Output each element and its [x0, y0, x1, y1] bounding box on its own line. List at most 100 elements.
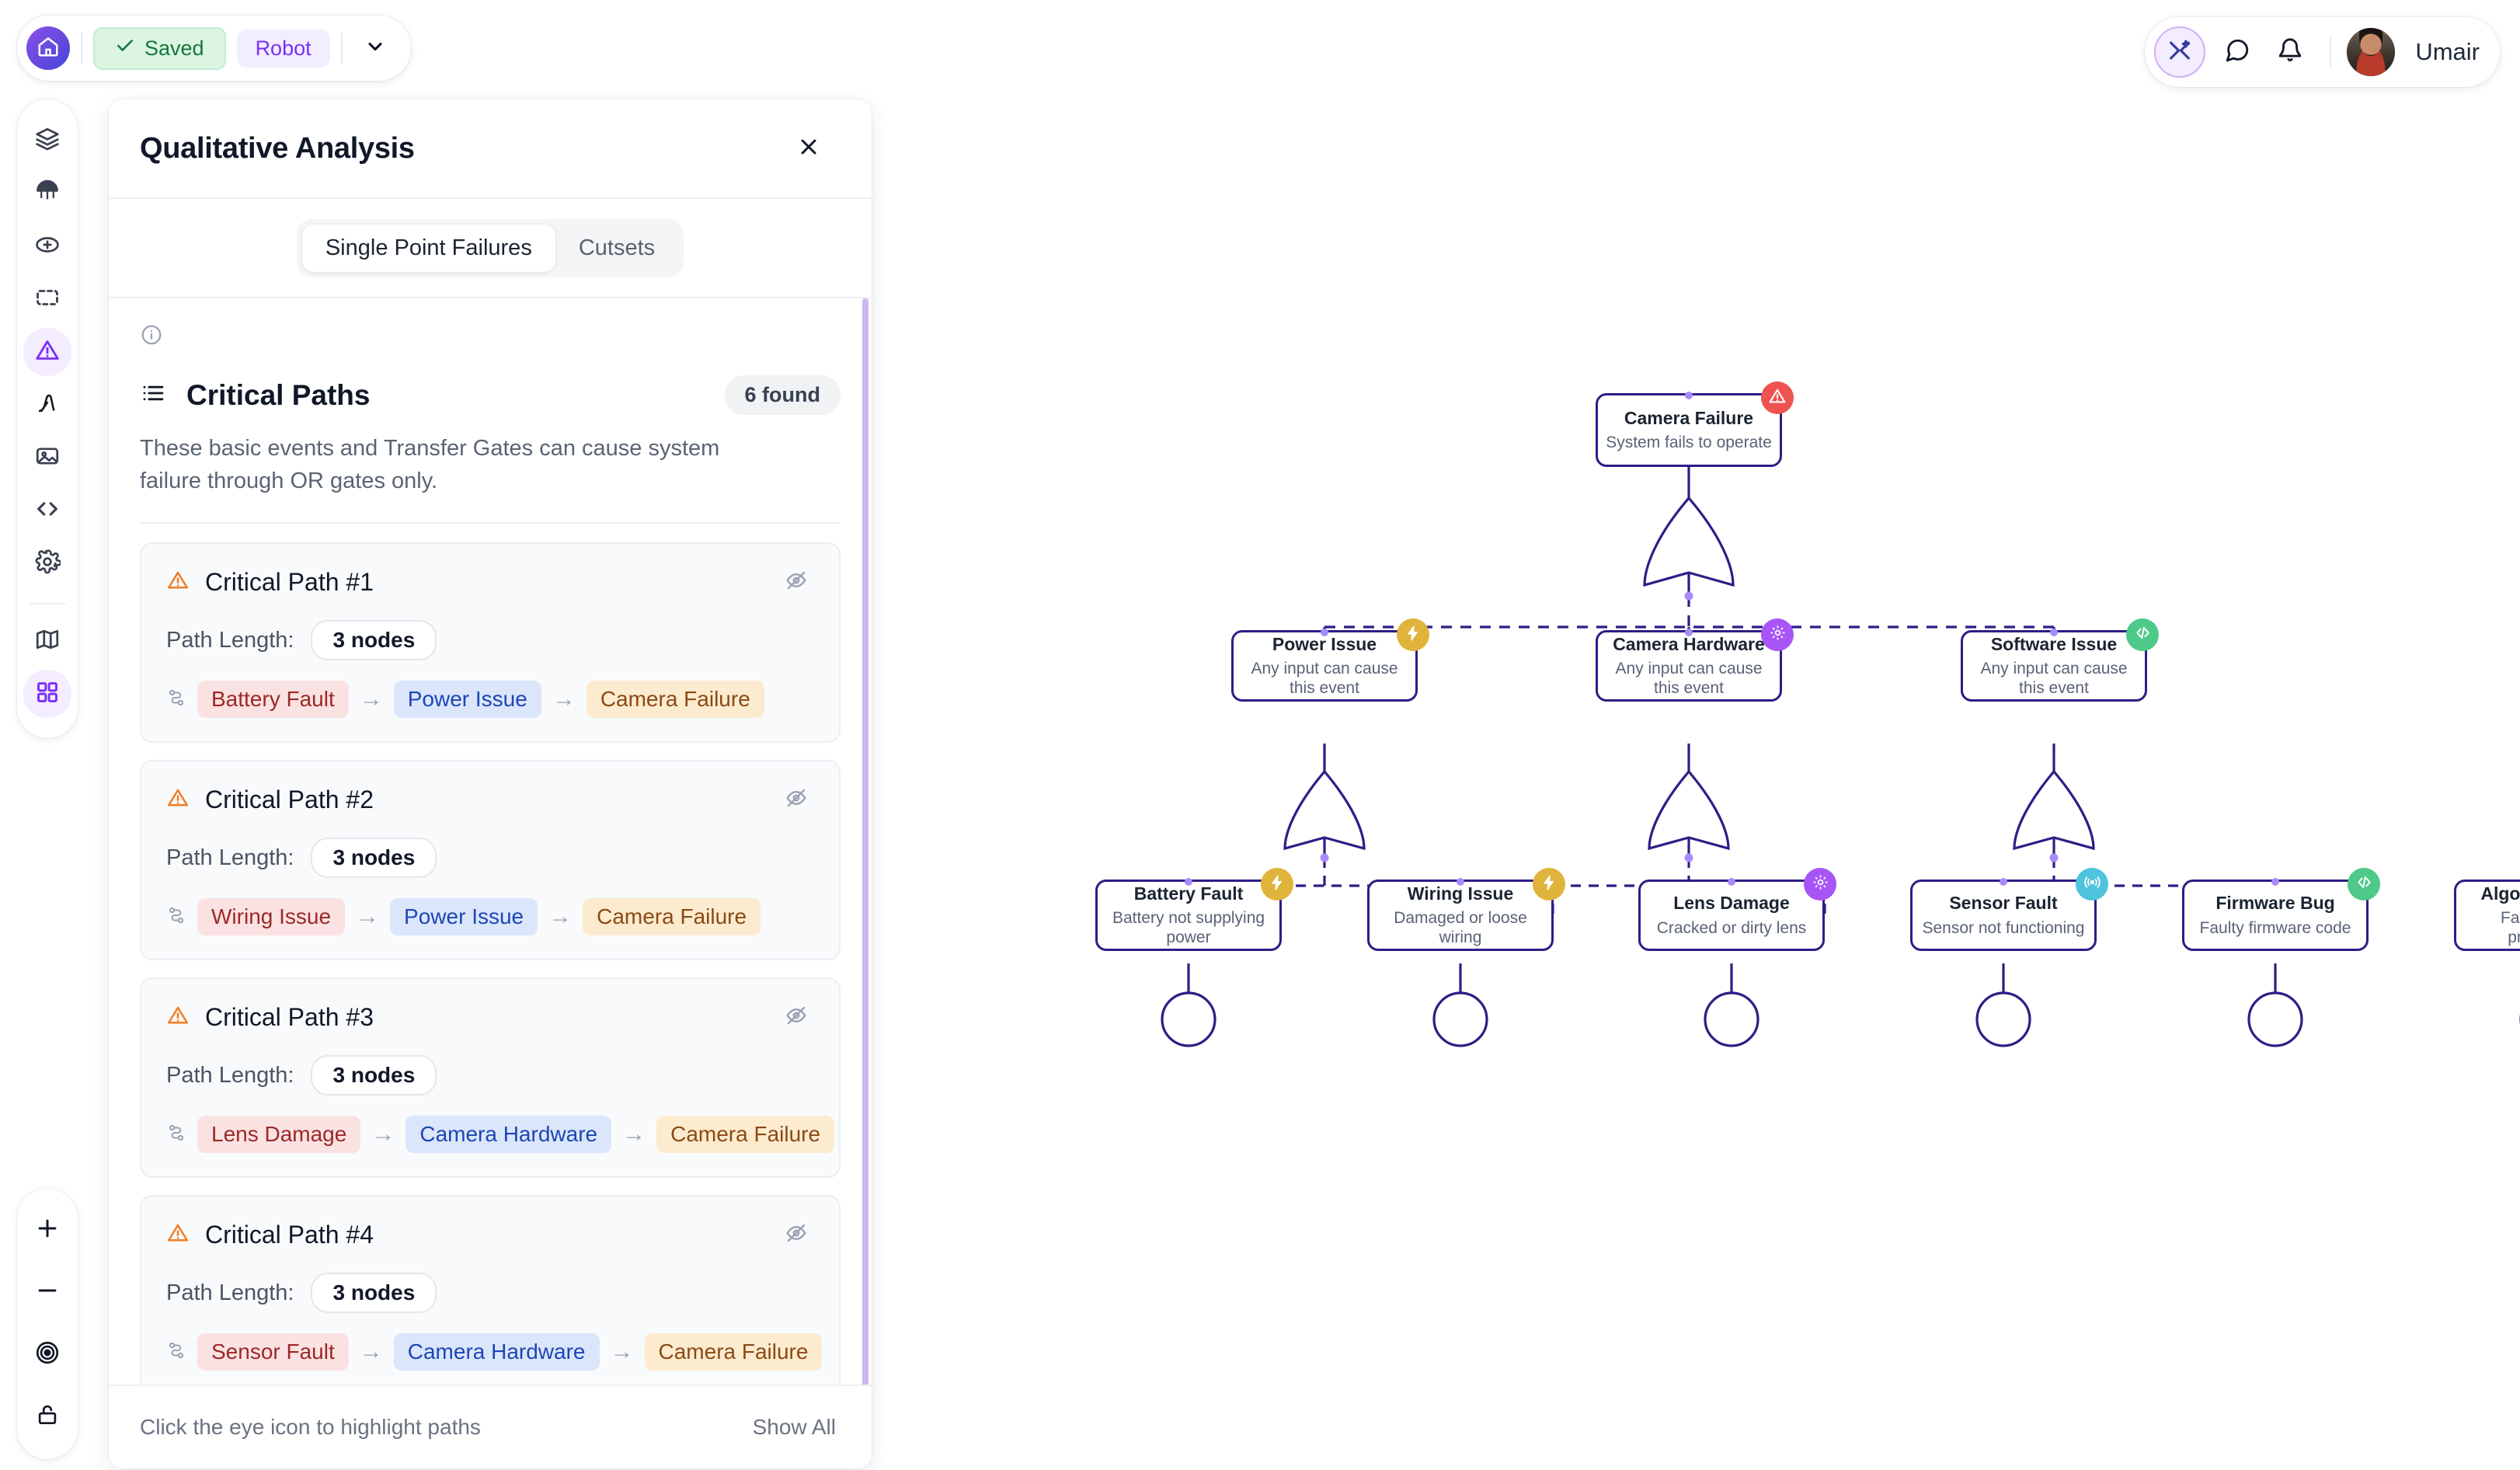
- tree-node-firmware-bug[interactable]: Firmware Bug Faulty firmware code: [2182, 868, 2380, 951]
- project-name-chip[interactable]: Robot: [236, 29, 330, 68]
- fault-tree-canvas[interactable]: Camera Failure System fails to operate P…: [872, 0, 2520, 1470]
- tab-cutsets[interactable]: Cutsets: [578, 235, 656, 260]
- image-icon: [34, 443, 61, 473]
- sidebar-item-code[interactable]: [23, 486, 71, 535]
- map-icon: [34, 626, 61, 657]
- user-name: Umair: [2415, 38, 2480, 65]
- sidebar-item-image[interactable]: [23, 434, 71, 482]
- chain-arrow: →: [356, 904, 380, 930]
- zoom-in-button[interactable]: [23, 1206, 71, 1254]
- avatar[interactable]: [2347, 28, 2396, 76]
- sidebar-item-parachute[interactable]: [23, 169, 71, 218]
- project-menu-button[interactable]: [353, 26, 397, 70]
- parachute-icon: [34, 179, 61, 209]
- node-title: Wiring Issue: [1407, 883, 1514, 904]
- tree-node-software-issue[interactable]: Software Issue Any input can cause this …: [1961, 618, 2159, 702]
- bell-icon: [2277, 37, 2303, 68]
- node-title: Power Issue: [1272, 633, 1377, 654]
- node-badge[interactable]: [1761, 618, 1794, 651]
- connector-dot: [1685, 392, 1693, 399]
- chain-node[interactable]: Camera Hardware: [393, 1333, 600, 1371]
- sidebar-item-map[interactable]: [23, 617, 71, 665]
- node-description: System fails to operate: [1606, 434, 1772, 452]
- close-panel-button[interactable]: [791, 131, 827, 166]
- list-item[interactable]: Critical Path #4 Path Length: 3 nodes: [140, 1195, 841, 1385]
- divider: [140, 522, 841, 524]
- bolt-icon: [1269, 874, 1286, 895]
- chain-node[interactable]: Camera Hardware: [405, 1116, 612, 1154]
- node-description: Faulty firmware code: [2199, 918, 2351, 937]
- node-badge[interactable]: [1397, 618, 1429, 651]
- critical-path-title: Critical Path #1: [205, 567, 374, 596]
- tree-node-lens-damage[interactable]: Lens Damage Cracked or dirty lens: [1638, 868, 1836, 951]
- close-icon: [796, 134, 821, 163]
- critical-path-title: Critical Path #2: [205, 785, 374, 813]
- toggle-highlight-button[interactable]: [778, 782, 814, 817]
- zoom-control-rail: [17, 1189, 78, 1459]
- chain-node[interactable]: Camera Failure: [586, 681, 764, 719]
- sidebar-item-lambda[interactable]: [23, 381, 71, 429]
- ai-assistant-button[interactable]: [2154, 26, 2206, 78]
- panel-body: Critical Paths 6 found These basic event…: [109, 298, 872, 1385]
- toggle-highlight-button[interactable]: [778, 999, 814, 1035]
- sidebar-item-qualitative-analysis[interactable]: [23, 328, 71, 376]
- divider: [30, 603, 65, 604]
- lambda-icon: [34, 390, 61, 420]
- sidebar-item-add-node[interactable]: [23, 222, 71, 270]
- chain-node[interactable]: Sensor Fault: [197, 1333, 349, 1371]
- node-description: Any input can cause this event: [1615, 660, 1763, 698]
- toggle-highlight-button[interactable]: [778, 564, 814, 600]
- node-badge[interactable]: [2126, 618, 2159, 651]
- chain-node[interactable]: Wiring Issue: [197, 898, 346, 936]
- sidebar-item-selection[interactable]: [23, 275, 71, 323]
- node-badge[interactable]: [1761, 381, 1794, 414]
- node-description: Faulty image processing: [2500, 909, 2520, 947]
- chain-node[interactable]: Lens Damage: [197, 1116, 361, 1154]
- tree-node-battery-fault[interactable]: Battery Fault Battery not supplying powe…: [1095, 868, 1293, 951]
- chain-node[interactable]: Camera Failure: [644, 1333, 823, 1371]
- comment-icon: [2224, 37, 2250, 68]
- connector-dot: [2271, 878, 2279, 886]
- node-description: Battery not supplying power: [1112, 909, 1265, 947]
- page-title: Qualitative Analysis: [140, 131, 415, 165]
- tab-single-point-failures[interactable]: Single Point Failures: [301, 224, 555, 272]
- sidebar-item-layers[interactable]: [23, 117, 71, 165]
- ai-sparkle-icon: [2167, 37, 2193, 68]
- chain-node[interactable]: Camera Failure: [656, 1116, 835, 1154]
- chain-node[interactable]: Battery Fault: [197, 681, 349, 719]
- tree-node-camera-failure[interactable]: Camera Failure System fails to operate: [1596, 381, 1794, 467]
- tree-node-sensor-fault[interactable]: Sensor Fault Sensor not functioning: [1910, 868, 2108, 951]
- chain-node[interactable]: Power Issue: [393, 681, 541, 719]
- comments-button[interactable]: [2213, 28, 2261, 76]
- show-all-button[interactable]: Show All: [752, 1415, 836, 1439]
- info-icon[interactable]: [140, 325, 163, 350]
- node-badge[interactable]: [1533, 868, 1565, 900]
- tree-node-camera-hardware[interactable]: Camera Hardware Any input can cause this…: [1596, 618, 1794, 702]
- notifications-button[interactable]: [2266, 28, 2314, 76]
- list-item[interactable]: Critical Path #3 Path Length: 3 nodes: [140, 977, 841, 1179]
- node-description: Any input can cause this event: [1251, 660, 1398, 698]
- critical-path-title: Critical Path #4: [205, 1220, 374, 1249]
- tree-node-power-issue[interactable]: Power Issue Any input can cause this eve…: [1231, 618, 1429, 702]
- list-item[interactable]: Critical Path #2 Path Length: 3 nodes: [140, 760, 841, 961]
- chain-node[interactable]: Camera Failure: [583, 898, 761, 936]
- tree-node-wiring-issue[interactable]: Wiring Issue Damaged or loose wiring: [1367, 868, 1565, 951]
- toggle-highlight-button[interactable]: [778, 1217, 814, 1252]
- sidebar-item-grid[interactable]: [23, 670, 71, 718]
- sidebar-item-settings[interactable]: [23, 539, 71, 587]
- route-icon: [166, 1340, 186, 1364]
- lock-button[interactable]: [23, 1392, 71, 1440]
- node-description: Cracked or dirty lens: [1656, 918, 1807, 937]
- fit-view-button[interactable]: [23, 1330, 71, 1378]
- node-badge[interactable]: [1804, 868, 1836, 900]
- node-badge[interactable]: [2348, 868, 2380, 900]
- home-button[interactable]: [26, 26, 70, 70]
- node-badge[interactable]: [2076, 868, 2108, 900]
- saved-label: Saved: [144, 36, 204, 60]
- tree-node-algorithm-error[interactable]: Algorithm Error Faulty image processing: [2454, 880, 2520, 951]
- list-item[interactable]: Critical Path #1 Path Length: 3 nodes: [140, 542, 841, 744]
- zoom-out-button[interactable]: [23, 1268, 71, 1316]
- chain-node[interactable]: Power Issue: [390, 898, 538, 936]
- node-badge[interactable]: [1261, 868, 1293, 900]
- panel-scrollbar[interactable]: [862, 298, 868, 1385]
